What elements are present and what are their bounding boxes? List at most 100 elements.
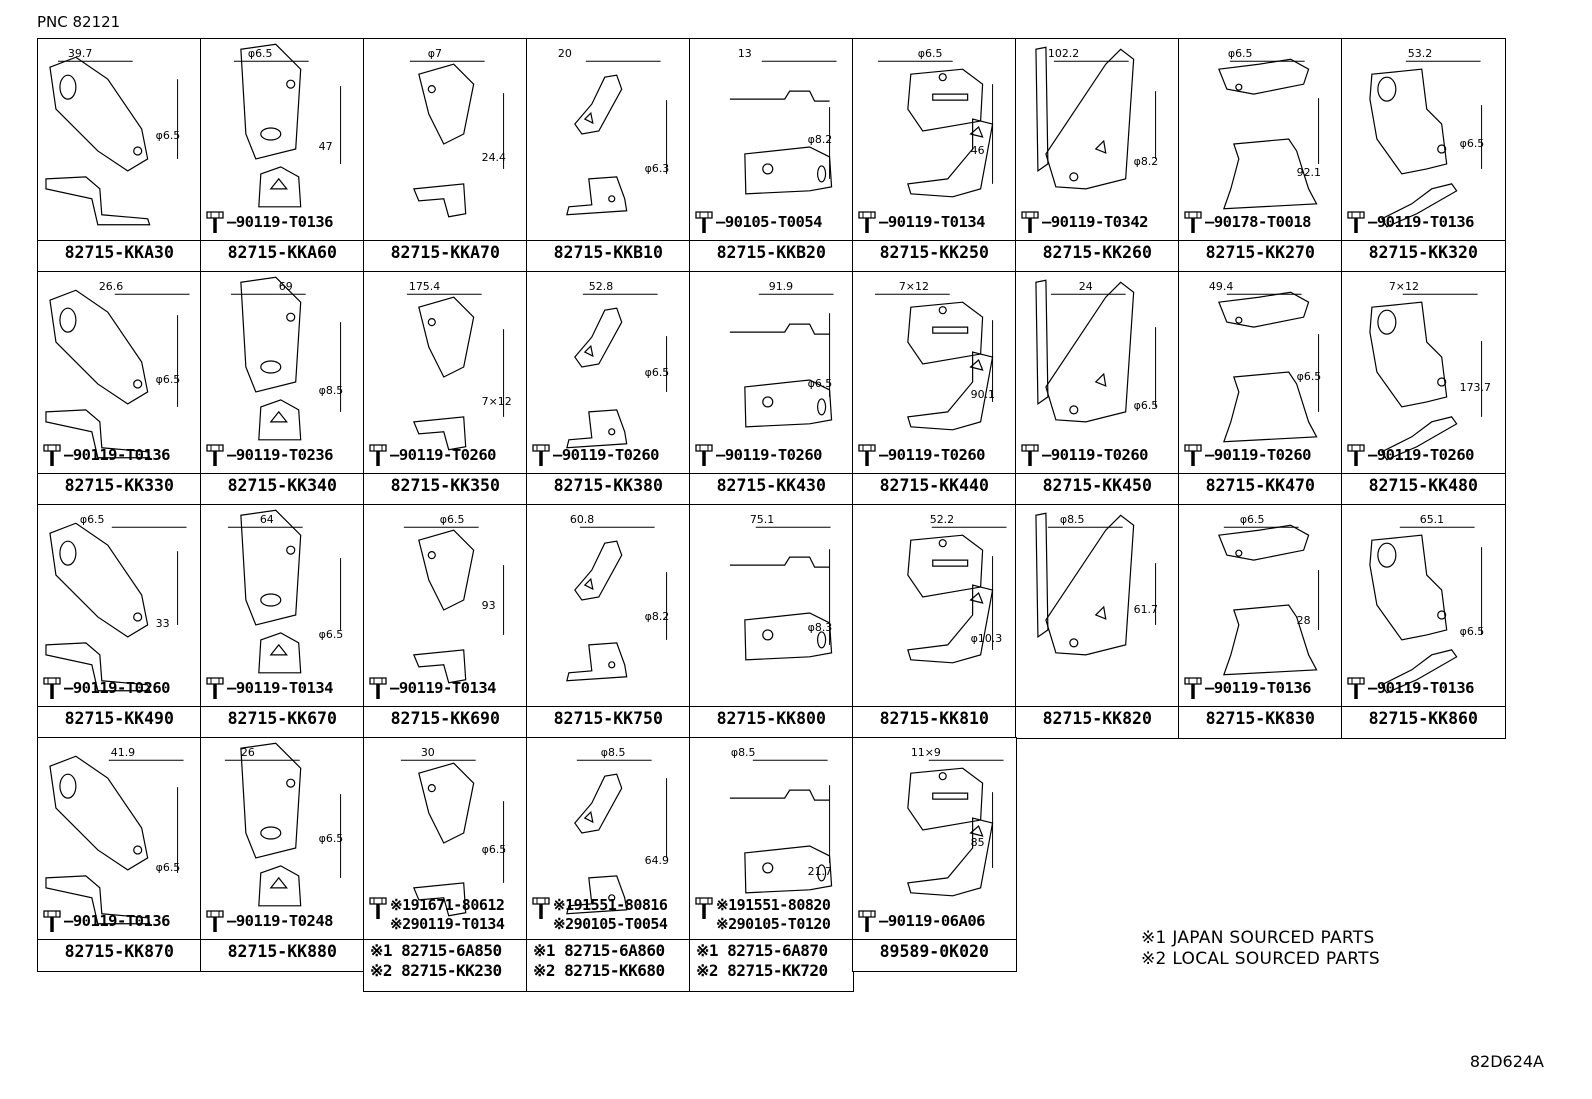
part-number[interactable]: ※1 82715-6A850 [370,941,502,960]
part-number[interactable]: ※2 82715-KK680 [533,961,665,980]
part-number[interactable]: 82715-KK750 [553,709,663,728]
bolt-reference[interactable]: —90119-T0136 [1183,675,1311,701]
bolt-reference[interactable]: —90119-T0260 [368,442,496,468]
part-number[interactable]: 82715-KK860 [1368,709,1478,728]
dimension-label: φ6.5 [1240,513,1265,526]
bolt-reference[interactable]: —90119-T0136 [205,209,333,235]
bolt-reference[interactable]: —90119-T0248 [205,908,333,934]
part-number[interactable]: 82715-KKB10 [553,243,663,262]
bolt-reference[interactable]: —90119-T0236 [205,442,333,468]
part-number[interactable]: 82715-KKA60 [227,243,337,262]
bolt-reference[interactable]: ※191551-80816※290105-T0054 [531,896,668,936]
bolt-reference[interactable]: ※191671-80612※290119-T0134 [368,896,505,936]
bolt-part-number: —90119-T0134 [879,213,985,231]
part-number[interactable]: 82715-KK440 [879,476,989,495]
bolt-reference[interactable]: —90119-T0260 [531,442,659,468]
part-number[interactable]: 82715-KK270 [1205,243,1315,262]
bolt-reference[interactable]: —90119-T0342 [1020,209,1148,235]
part-number[interactable]: 82715-KK450 [1042,476,1152,495]
part-number[interactable]: 82715-KK480 [1368,476,1478,495]
bolt-reference[interactable]: —90119-T0260 [694,442,822,468]
dimension-label: 90.1 [971,388,995,401]
part-number[interactable]: ※1 82715-6A860 [533,941,665,960]
part-number[interactable]: 82715-KK670 [227,709,337,728]
bolt-reference[interactable]: —90119-T0134 [857,209,985,235]
diagram-reference-code: 82D624A [1469,1052,1544,1071]
bolt-reference[interactable]: —90119-T0136 [1346,209,1474,235]
bolt-reference[interactable]: —90119-T0260 [857,442,985,468]
part-number[interactable]: 89589-0K020 [879,942,989,961]
part-number[interactable]: 82715-KK320 [1368,243,1478,262]
bolt-reference[interactable]: —90119-T0260 [42,675,170,701]
part-number[interactable]: 82715-KK870 [64,942,174,961]
part-number[interactable]: 82715-KK470 [1205,476,1315,495]
bolt-reference[interactable]: —90119-T0260 [1183,442,1311,468]
bolt-reference[interactable]: —90105-T0054 [694,209,822,235]
bolt-reference[interactable]: —90119-06A06 [857,908,985,934]
part-number[interactable]: 82715-KK820 [1042,709,1152,728]
part-number[interactable]: 82715-KK880 [227,942,337,961]
bolt-reference[interactable]: —90119-T0260 [1346,442,1474,468]
part-number[interactable]: 82715-KK350 [390,476,500,495]
part-number[interactable]: ※1 82715-6A870 [696,941,828,960]
part-number[interactable]: 82715-KK690 [390,709,500,728]
bolt-reference[interactable]: —90119-T0136 [1346,675,1474,701]
part-number[interactable]: 82715-KKA30 [64,243,174,262]
bolt-reference[interactable]: —90119-T0134 [368,675,496,701]
part-number[interactable]: 82715-KK250 [879,243,989,262]
part-number[interactable]: 82715-KK430 [716,476,826,495]
part-number[interactable]: 82715-KKA70 [390,243,500,262]
part-number[interactable]: 82715-KK490 [64,709,174,728]
part-number[interactable]: ※2 82715-KK720 [696,961,828,980]
part-number[interactable]: 82715-KK380 [553,476,663,495]
bolt-reference[interactable]: —90119-T0134 [205,675,333,701]
part-number[interactable]: 82715-KK330 [64,476,174,495]
part-number[interactable]: 82715-KK800 [716,709,826,728]
bolt-reference[interactable]: —90178-T0018 [1183,209,1311,235]
part-number[interactable]: 82715-KK830 [1205,709,1315,728]
bolt-reference[interactable]: ※191551-80820※290105-T0120 [694,896,831,936]
bolt-reference[interactable]: —90119-T0136 [42,908,170,934]
part-drawing: 53.2φ6.5 [1342,47,1484,237]
part-number[interactable]: 82715-KK260 [1042,243,1152,262]
part-number[interactable]: ※2 82715-KK230 [370,961,502,980]
bolt-reference[interactable]: —90119-T0136 [42,442,170,468]
part-number[interactable]: 82715-KKB20 [716,243,826,262]
part-number[interactable]: 82715-KK340 [227,476,337,495]
bolt-reference[interactable]: —90119-T0260 [1020,442,1148,468]
part-number[interactable]: 82715-KK810 [879,709,989,728]
